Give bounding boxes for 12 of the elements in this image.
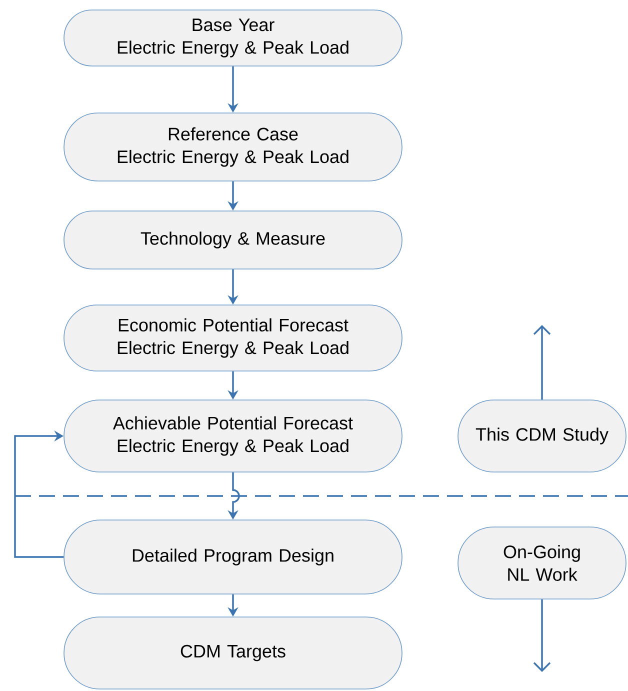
arrow (14, 430, 64, 558)
process-box: Economic Potential Forecast Electric Energy & Peak Load (64, 304, 402, 372)
arrow (533, 599, 551, 672)
process-box: On-Going NL Work (458, 526, 626, 600)
process-box: Technology & Measure (64, 210, 402, 270)
process-box: Base Year Electric Energy & Peak Load (64, 10, 402, 66)
process-box: CDM Targets (64, 616, 402, 690)
process-box: Detailed Program Design (64, 520, 402, 594)
process-box: Reference Case Electric Energy & Peak Load (64, 112, 402, 182)
process-box: Achievable Potential Forecast Electric Energy & Peak Load (64, 400, 402, 472)
process-box: This CDM Study (458, 400, 626, 472)
arrow (533, 325, 551, 400)
